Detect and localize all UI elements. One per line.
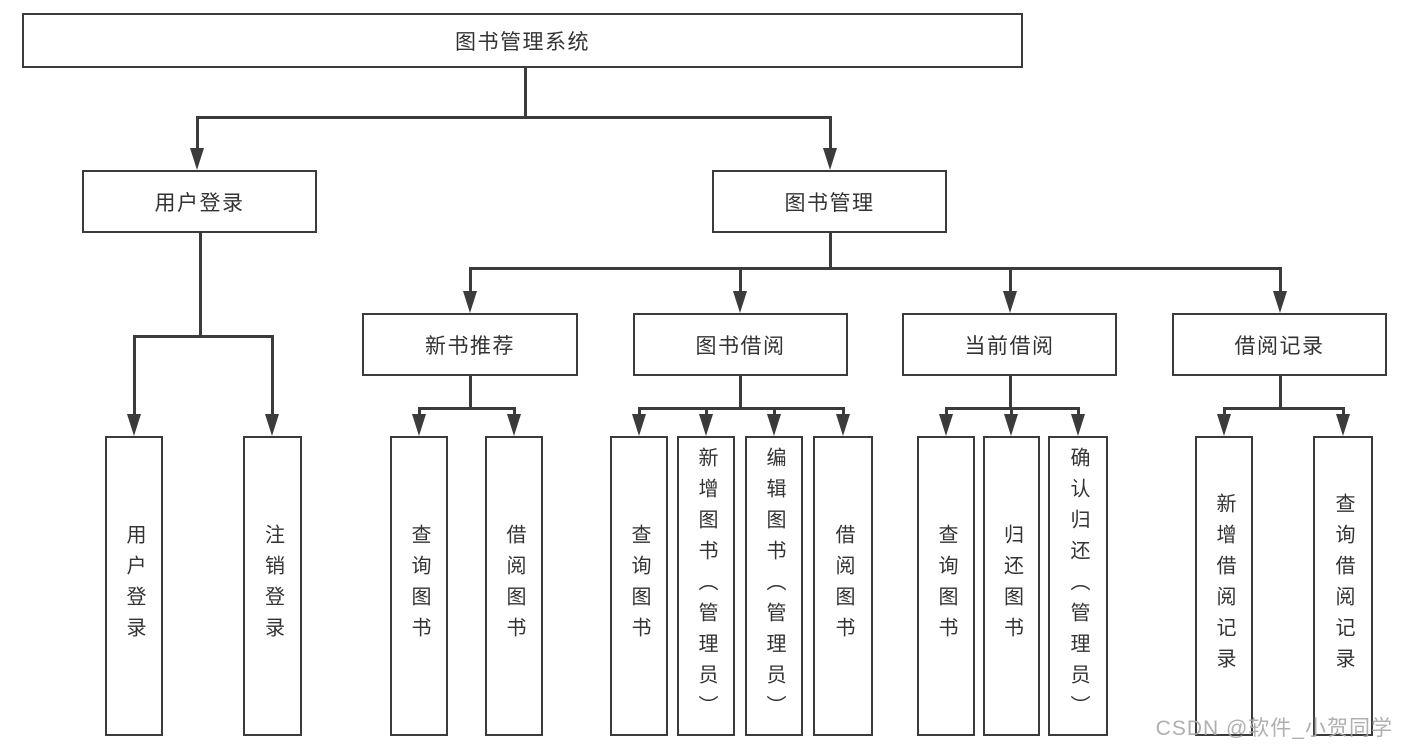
arrow-down-icon bbox=[1003, 291, 1017, 313]
connector-line bbox=[513, 407, 516, 416]
connector-line bbox=[829, 116, 832, 150]
connector-line bbox=[1077, 407, 1080, 416]
leaf-borrow-query-books: 查询图书 bbox=[610, 436, 668, 736]
node-book-management: 图书管理 bbox=[712, 170, 947, 233]
connector-line bbox=[1223, 407, 1345, 410]
arrow-down-icon bbox=[632, 414, 646, 436]
connector-line bbox=[1279, 267, 1282, 293]
arrow-down-icon bbox=[1071, 414, 1085, 436]
connector-line bbox=[418, 407, 516, 410]
connector-line bbox=[773, 407, 776, 416]
connector-line bbox=[1279, 375, 1282, 409]
arrow-down-icon bbox=[265, 414, 279, 436]
connector-line bbox=[133, 335, 136, 416]
arrow-down-icon bbox=[1273, 291, 1287, 313]
arrow-down-icon bbox=[733, 291, 747, 313]
connector-line bbox=[469, 375, 472, 409]
connector-line bbox=[196, 116, 199, 150]
node-user-login: 用户登录 bbox=[82, 170, 317, 233]
arrow-down-icon bbox=[412, 414, 426, 436]
leaf-recommend-borrow-books: 借阅图书 bbox=[485, 436, 543, 736]
node-new-book-recommend: 新书推荐 bbox=[362, 313, 578, 376]
leaf-current-query-books: 查询图书 bbox=[917, 436, 975, 736]
leaf-add-borrow-record: 新增借阅记录 bbox=[1195, 436, 1253, 736]
arrow-down-icon bbox=[699, 414, 713, 436]
arrow-down-icon bbox=[767, 414, 781, 436]
connector-line bbox=[945, 407, 1080, 410]
arrow-down-icon bbox=[1004, 414, 1018, 436]
connector-line bbox=[199, 233, 202, 338]
node-book-borrowing: 图书借阅 bbox=[633, 313, 848, 376]
arrow-down-icon bbox=[939, 414, 953, 436]
leaf-logout: 注销登录 bbox=[243, 436, 302, 736]
connector-line bbox=[196, 116, 832, 119]
leaf-recommend-query-books: 查询图书 bbox=[390, 436, 448, 736]
connector-line bbox=[739, 375, 742, 409]
connector-line bbox=[1010, 407, 1013, 416]
connector-line bbox=[705, 407, 708, 416]
arrow-down-icon bbox=[127, 414, 141, 436]
connector-line bbox=[829, 233, 832, 270]
connector-line bbox=[638, 407, 641, 416]
connector-line bbox=[271, 335, 274, 416]
arrow-down-icon bbox=[190, 148, 204, 170]
connector-line bbox=[1009, 375, 1012, 409]
leaf-add-books-admin: 新增图书（管理员） bbox=[677, 436, 735, 736]
arrow-down-icon bbox=[1217, 414, 1231, 436]
csdn-watermark: CSDN @软件_小贺同学 bbox=[1155, 717, 1393, 740]
connector-line bbox=[638, 407, 845, 410]
arrow-down-icon bbox=[1336, 414, 1350, 436]
arrow-down-icon bbox=[836, 414, 850, 436]
connector-line bbox=[739, 267, 742, 293]
leaf-edit-books-admin: 编辑图书（管理员） bbox=[745, 436, 803, 736]
node-borrowing-records: 借阅记录 bbox=[1172, 313, 1387, 376]
connector-line bbox=[418, 407, 421, 416]
connector-line bbox=[133, 335, 274, 338]
node-current-borrowing: 当前借阅 bbox=[902, 313, 1117, 376]
connector-line bbox=[1342, 407, 1345, 416]
connector-line bbox=[469, 267, 1282, 270]
connector-line bbox=[469, 267, 472, 293]
connector-line bbox=[524, 68, 527, 118]
arrow-down-icon bbox=[463, 291, 477, 313]
connector-line bbox=[1223, 407, 1226, 416]
connector-line bbox=[945, 407, 948, 416]
leaf-query-borrow-record: 查询借阅记录 bbox=[1313, 436, 1373, 736]
leaf-user-login: 用户登录 bbox=[105, 436, 163, 736]
connector-line bbox=[842, 407, 845, 416]
leaf-return-books: 归还图书 bbox=[983, 436, 1040, 736]
arrow-down-icon bbox=[507, 414, 521, 436]
node-library-management-system: 图书管理系统 bbox=[22, 13, 1023, 68]
leaf-borrow-books: 借阅图书 bbox=[813, 436, 873, 736]
leaf-confirm-return-admin: 确认归还（管理员） bbox=[1048, 436, 1108, 736]
arrow-down-icon bbox=[823, 148, 837, 170]
connector-line bbox=[1009, 267, 1012, 293]
